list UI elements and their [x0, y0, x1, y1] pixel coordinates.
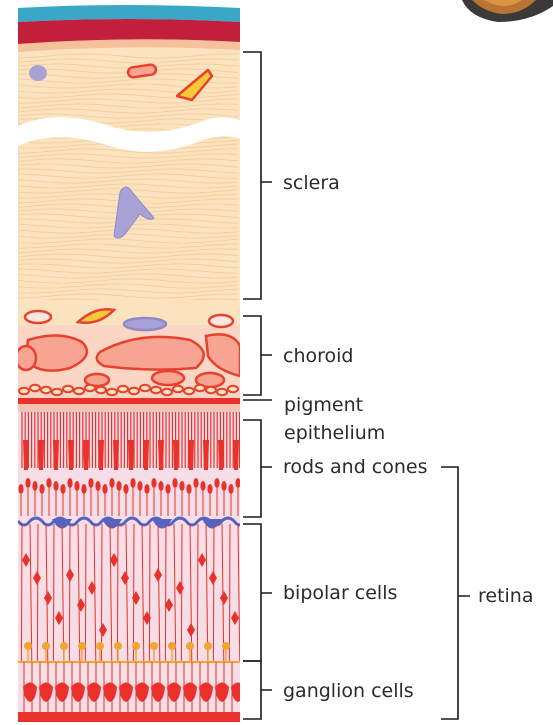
bipolar-process: [197, 524, 198, 662]
label-sclera: sclera: [283, 171, 340, 195]
cone: [53, 440, 59, 470]
bipolar-process: [85, 524, 86, 662]
bracket-sclera: [243, 52, 272, 299]
bipolar-process: [101, 524, 102, 662]
capillary: [206, 387, 216, 393]
photoreceptor-nucleus: [109, 478, 114, 488]
bipolar-process: [37, 524, 38, 662]
photoreceptor-nucleus: [214, 478, 219, 488]
choroid-vessel: [209, 315, 233, 327]
cone: [203, 440, 209, 470]
label-ganglion-cells: ganglion cells: [283, 679, 414, 703]
tissue-strip: [14, 5, 246, 722]
cone: [233, 440, 239, 470]
capillary: [151, 387, 161, 393]
bipolar-process: [69, 524, 70, 662]
cone: [143, 440, 149, 470]
bipolar-process: [229, 524, 230, 662]
capillary: [96, 387, 106, 393]
label-bipolar-cells: bipolar cells: [283, 581, 397, 605]
cone: [98, 440, 104, 470]
eye-thumbnail: [462, 0, 553, 22]
label-rods-and-cones: rods and cones: [283, 455, 428, 479]
cone: [23, 440, 29, 470]
choroid-vessel: [152, 371, 184, 385]
bracket-rods-and-cones: [243, 420, 272, 517]
bipolar-process: [149, 524, 150, 662]
pigment-epithelium: [18, 398, 240, 404]
capillary: [85, 385, 95, 391]
sclera-cell: [127, 64, 156, 78]
capillary: [184, 388, 194, 394]
label-epithelium: epithelium: [284, 421, 385, 445]
bracket-retina: [441, 467, 470, 719]
capillary: [173, 386, 183, 392]
cone: [83, 440, 89, 470]
sclera-cell: [29, 65, 47, 81]
capillary: [30, 385, 40, 391]
bracket-ganglion: [243, 661, 272, 719]
bipolar-process: [117, 524, 118, 662]
photoreceptor-nucleus: [67, 478, 72, 488]
label-retina: retina: [478, 584, 534, 608]
label-choroid: choroid: [283, 344, 353, 368]
capillary: [52, 389, 62, 395]
cone: [68, 440, 74, 470]
photoreceptor-nucleus: [193, 478, 198, 488]
cone: [218, 440, 224, 470]
cone: [188, 440, 194, 470]
cone: [173, 440, 179, 470]
cone: [158, 440, 164, 470]
capillary: [129, 388, 139, 394]
capillary: [228, 386, 238, 392]
cone: [113, 440, 119, 470]
capillary: [195, 385, 205, 391]
photoreceptor-nucleus: [172, 478, 177, 488]
nerve-fiber-layer: [18, 712, 240, 722]
bipolar-process: [165, 524, 166, 662]
photoreceptor-nucleus: [88, 478, 93, 488]
bipolar-process: [21, 524, 22, 662]
photoreceptor-nucleus: [151, 478, 156, 488]
choroid-vessel: [16, 346, 36, 370]
capillary: [41, 387, 51, 393]
pigment-epithelium-band: [18, 404, 240, 412]
cone: [128, 440, 134, 470]
capillary: [140, 385, 150, 391]
capillary: [63, 386, 73, 392]
bipolar-process: [53, 524, 54, 662]
cone: [38, 440, 44, 470]
capillary: [74, 388, 84, 394]
photoreceptor-nucleus: [46, 478, 51, 488]
brackets: [243, 52, 470, 719]
capillary: [162, 389, 172, 395]
photoreceptor-nucleus: [235, 478, 240, 488]
bracket-bipolar: [243, 524, 272, 661]
capillary: [217, 389, 227, 395]
bipolar-process: [181, 524, 182, 662]
choroid-vessel: [124, 318, 166, 330]
label-pigment: pigment: [284, 393, 363, 417]
photoreceptor-nucleus: [130, 478, 135, 488]
capillary: [118, 386, 128, 392]
bracket-choroid: [243, 316, 272, 395]
capillary: [19, 388, 29, 394]
bipolar-process: [213, 524, 214, 662]
photoreceptor-nucleus: [25, 478, 30, 488]
bipolar-process: [133, 524, 134, 662]
capillary: [107, 389, 117, 395]
choroid-vessel: [25, 311, 51, 323]
